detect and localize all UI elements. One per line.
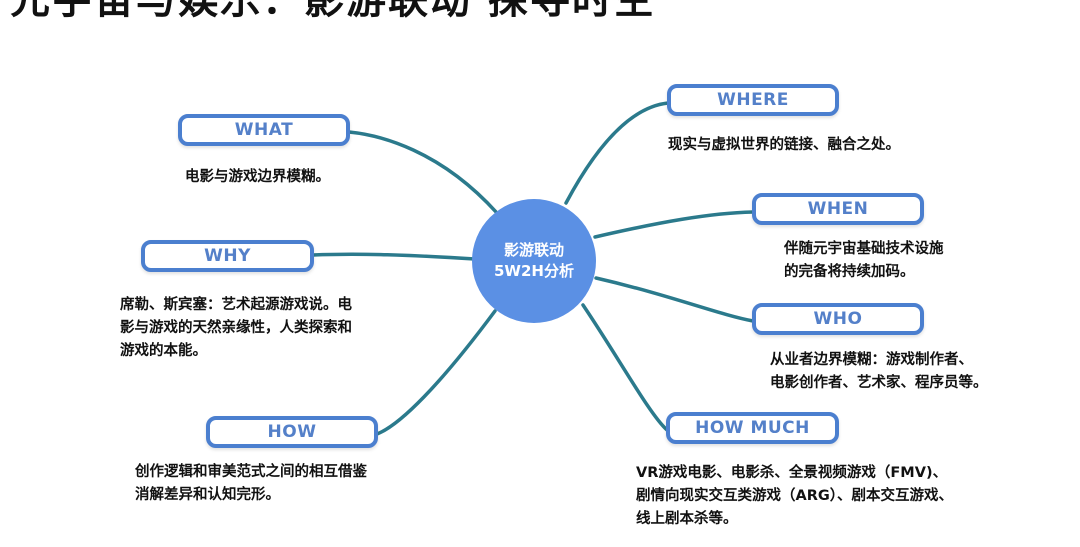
- node-how-much-label: HOW MUCH: [695, 418, 810, 438]
- branch-what: [347, 130, 499, 215]
- branch-where: [564, 101, 670, 205]
- node-what-label: WHAT: [234, 120, 294, 140]
- desc-why-line: 游戏的本能。: [120, 343, 207, 359]
- desc-how-much-line: VR游戏电影、电影杀、全景视频游戏（FMV)、: [636, 465, 948, 481]
- desc-who-line: 电影创作者、艺术家、程序员等。: [770, 375, 988, 391]
- desc-when-line: 伴随元宇宙基础技术设施: [784, 241, 944, 257]
- desc-where: 现实与虚拟世界的链接、融合之处。: [668, 134, 900, 157]
- node-why: WHY: [141, 240, 314, 272]
- desc-when-line: 的完备将持续加码。: [784, 264, 915, 280]
- branch-how-much: [581, 303, 669, 432]
- desc-why: 席勒、斯宾塞：艺术起源游戏说。电 影与游戏的天然亲缘性，人类探索和 游戏的本能。: [120, 294, 352, 363]
- desc-how-much: VR游戏电影、电影杀、全景视频游戏（FMV)、 剧情向现实交互类游戏（ARG）、…: [636, 462, 953, 531]
- center-title: 影游联动: [503, 241, 564, 259]
- desc-how-line: 创作逻辑和审美范式之间的相互借鉴: [135, 464, 367, 480]
- center-node: 影游联动 5W2H分析: [472, 199, 596, 323]
- desc-who: 从业者边界模糊：游戏制作者、 电影创作者、艺术家、程序员等。: [770, 349, 988, 395]
- desc-what-line: 电影与游戏边界模糊。: [185, 169, 330, 185]
- branch-how: [375, 309, 497, 436]
- page-title: 元宇宙与娱乐：影游联动 探寻时空: [10, 0, 656, 23]
- branch-when: [593, 210, 755, 239]
- desc-how-much-line: 线上剧本杀等。: [636, 511, 738, 527]
- node-where-label: WHERE: [717, 90, 789, 110]
- branch-who: [594, 276, 755, 323]
- node-who: WHO: [752, 303, 924, 335]
- node-why-label: WHY: [204, 246, 251, 266]
- node-what: WHAT: [178, 114, 350, 146]
- desc-where-line: 现实与虚拟世界的链接、融合之处。: [668, 137, 900, 153]
- desc-why-line: 影与游戏的天然亲缘性，人类探索和: [120, 320, 352, 336]
- desc-who-line: 从业者边界模糊：游戏制作者、: [770, 352, 973, 368]
- desc-why-line: 席勒、斯宾塞：艺术起源游戏说。电: [120, 297, 352, 313]
- center-subtitle: 5W2H分析: [494, 262, 574, 280]
- desc-how: 创作逻辑和审美范式之间的相互借鉴 消解差异和认知完形。: [135, 461, 367, 507]
- node-who-label: WHO: [813, 309, 863, 329]
- desc-how-much-line: 剧情向现实交互类游戏（ARG）、剧本交互游戏、: [636, 488, 954, 504]
- desc-when: 伴随元宇宙基础技术设施 的完备将持续加码。: [784, 238, 944, 284]
- node-how-much: HOW MUCH: [666, 412, 839, 444]
- node-when: WHEN: [752, 193, 924, 225]
- node-when-label: WHEN: [807, 199, 869, 219]
- desc-what: 电影与游戏边界模糊。: [185, 166, 330, 189]
- node-how-label: HOW: [267, 422, 317, 442]
- node-how: HOW: [206, 416, 378, 448]
- node-where: WHERE: [667, 84, 839, 116]
- desc-how-line: 消解差异和认知完形。: [135, 487, 280, 503]
- branch-why: [311, 252, 477, 261]
